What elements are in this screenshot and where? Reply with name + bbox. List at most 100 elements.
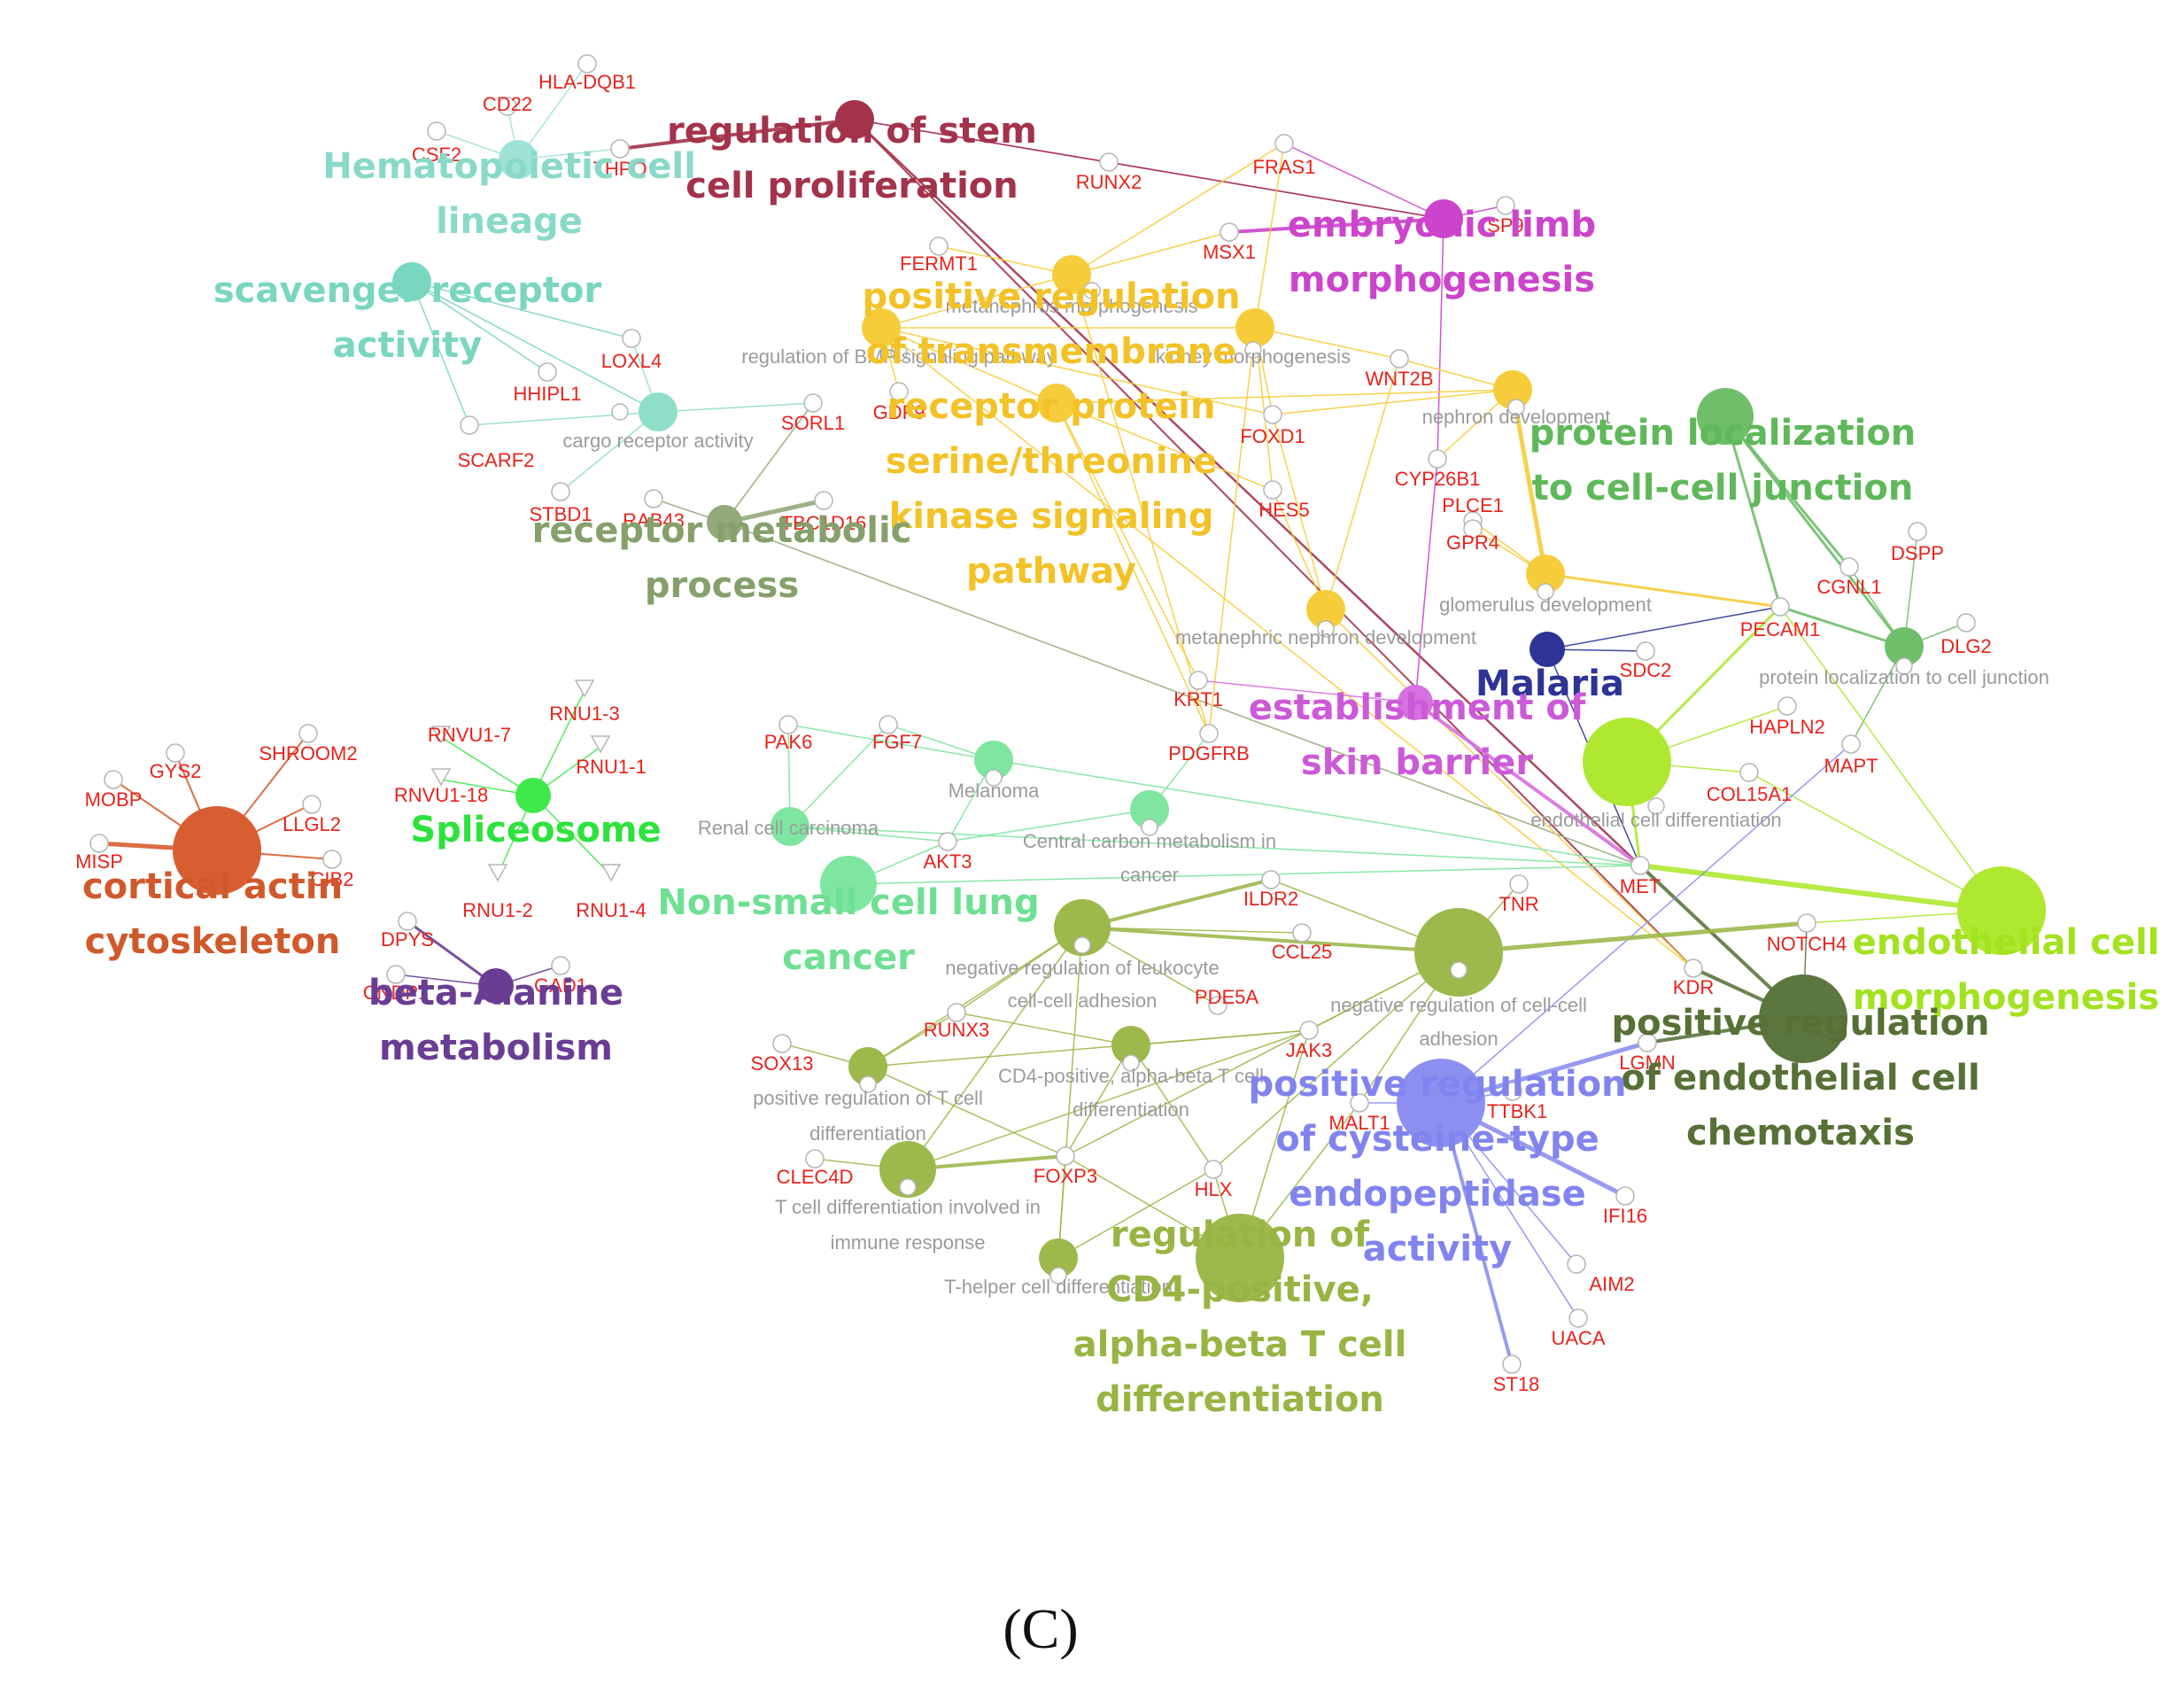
network-edge: [619, 118, 856, 151]
gene-label: PLCE1: [1442, 494, 1504, 516]
gene-node: [1204, 1160, 1223, 1179]
gene-label: ILDR2: [1243, 888, 1298, 910]
gene-label: SDC2: [1620, 659, 1672, 681]
network-edge: [440, 736, 534, 796]
gene-node: [574, 679, 595, 698]
gene-node: [1839, 557, 1859, 577]
gene-node: [386, 965, 406, 984]
gene-label: FOXP3: [1034, 1165, 1097, 1187]
gene-label: DPYS: [381, 928, 434, 951]
gene-node: [1797, 913, 1816, 933]
gene-node: [778, 715, 798, 734]
term-label-line: serine/threonine: [886, 441, 1217, 482]
gene-node: [803, 393, 823, 413]
gene-label: FGF7: [872, 731, 922, 753]
term-node-prot1: [1697, 388, 1754, 445]
subterm-node: [1083, 282, 1101, 299]
term-label-line: positive regulation: [1248, 1064, 1626, 1105]
term-node-cd4: [848, 1047, 887, 1086]
gene-label: THPO: [592, 158, 647, 180]
term-node-y5: [1493, 370, 1532, 409]
network-edge: [1254, 327, 1400, 360]
network-edge: [1779, 606, 2002, 912]
network-edge: [1458, 920, 1808, 955]
gene-node: [1292, 923, 1312, 943]
subterm-label: metanephros morphogenesis: [946, 295, 1198, 317]
gene-node: [1350, 1093, 1369, 1113]
gene-label: RNVU1-18: [394, 784, 488, 806]
subterm-label: endothelial cell differentiation: [1530, 809, 1781, 831]
term-node-y3: [1235, 308, 1274, 347]
gene-node: [430, 726, 452, 744]
gene-label: AIM2: [1589, 1273, 1634, 1295]
term-node-ns3: [1130, 790, 1169, 829]
gene-node: [1502, 1355, 1522, 1374]
network-edge: [854, 119, 1641, 866]
term-label-line: endothelial cell: [1853, 922, 2160, 963]
term-node-limb: [1424, 199, 1463, 238]
term-node-y2: [862, 308, 901, 347]
term-node-endo2: [1957, 866, 2046, 955]
term-label-line: to cell-cell junction: [1532, 468, 1914, 508]
gene-label: MALT1: [1328, 1112, 1390, 1134]
term-node-cd6: [1039, 1238, 1078, 1277]
term-node-splice: [515, 778, 551, 813]
network-edge: [789, 826, 1641, 866]
gene-node: [1263, 405, 1282, 424]
gene-node: [487, 864, 508, 882]
subterm-node: [1049, 1267, 1067, 1285]
term-label-line: endopeptidase: [1289, 1174, 1586, 1215]
subterm-label: Melanoma: [949, 780, 1040, 802]
term-node-skin: [1398, 685, 1433, 720]
gene-node: [1263, 480, 1282, 500]
term-node-y7: [1306, 590, 1345, 629]
gene-node: [1615, 1186, 1635, 1206]
gene-node: [590, 735, 611, 754]
network-edge: [854, 119, 1694, 969]
term-node-endo1: [1583, 718, 1671, 806]
network-edge: [1130, 1044, 1214, 1170]
gene-node: [879, 715, 898, 734]
term-label-line: activity: [333, 325, 483, 366]
term-label-line: differentiation: [1096, 1379, 1384, 1420]
network-edge: [848, 865, 1641, 885]
term-node-alanine: [478, 968, 514, 1004]
gene-label: IFI16: [1603, 1205, 1647, 1227]
network-edge: [1208, 327, 1256, 734]
term-label-line: Hematopoietic cell: [322, 146, 696, 187]
gene-node: [1770, 597, 1790, 617]
gene-node: [1509, 874, 1529, 894]
term-label-line: regulation of: [1111, 1215, 1370, 1255]
gene-label: CCL25: [1272, 941, 1332, 963]
gene-node: [1099, 152, 1119, 172]
term-node-cd2: [1414, 908, 1503, 997]
subterm-label: negative regulation of cell-cell: [1330, 994, 1587, 1016]
subterm-label: kidney morphogenesis: [1156, 345, 1351, 368]
term-label-line: pathway: [966, 551, 1136, 592]
gene-label: PAK6: [764, 731, 813, 753]
gene-label: SORL1: [781, 412, 845, 434]
network-edge: [1057, 927, 1083, 1259]
term-node-cd1: [1054, 899, 1111, 956]
network-edge: [1056, 402, 1274, 491]
gene-label: KRT1: [1173, 688, 1223, 710]
network-edge: [560, 411, 659, 493]
gene-label: RNU1-2: [462, 899, 532, 921]
gene-label: HHIPL1: [513, 383, 581, 405]
term-label-line: Malaria: [1475, 664, 1624, 704]
term-label-line: beta-Alanine: [368, 973, 623, 1013]
gene-node: [538, 362, 557, 382]
network-edge: [469, 411, 659, 426]
network-edge: [1071, 143, 1285, 276]
gene-node: [622, 329, 641, 348]
gene-node: [1636, 641, 1655, 661]
subterm-label: cell-cell adhesion: [1008, 990, 1158, 1012]
term-node-posendo: [1759, 974, 1847, 1063]
network-edge: [1437, 218, 1444, 460]
subterm-node: [1122, 1054, 1140, 1072]
term-node-y1: [1052, 255, 1091, 294]
gene-node: [1908, 522, 1927, 541]
